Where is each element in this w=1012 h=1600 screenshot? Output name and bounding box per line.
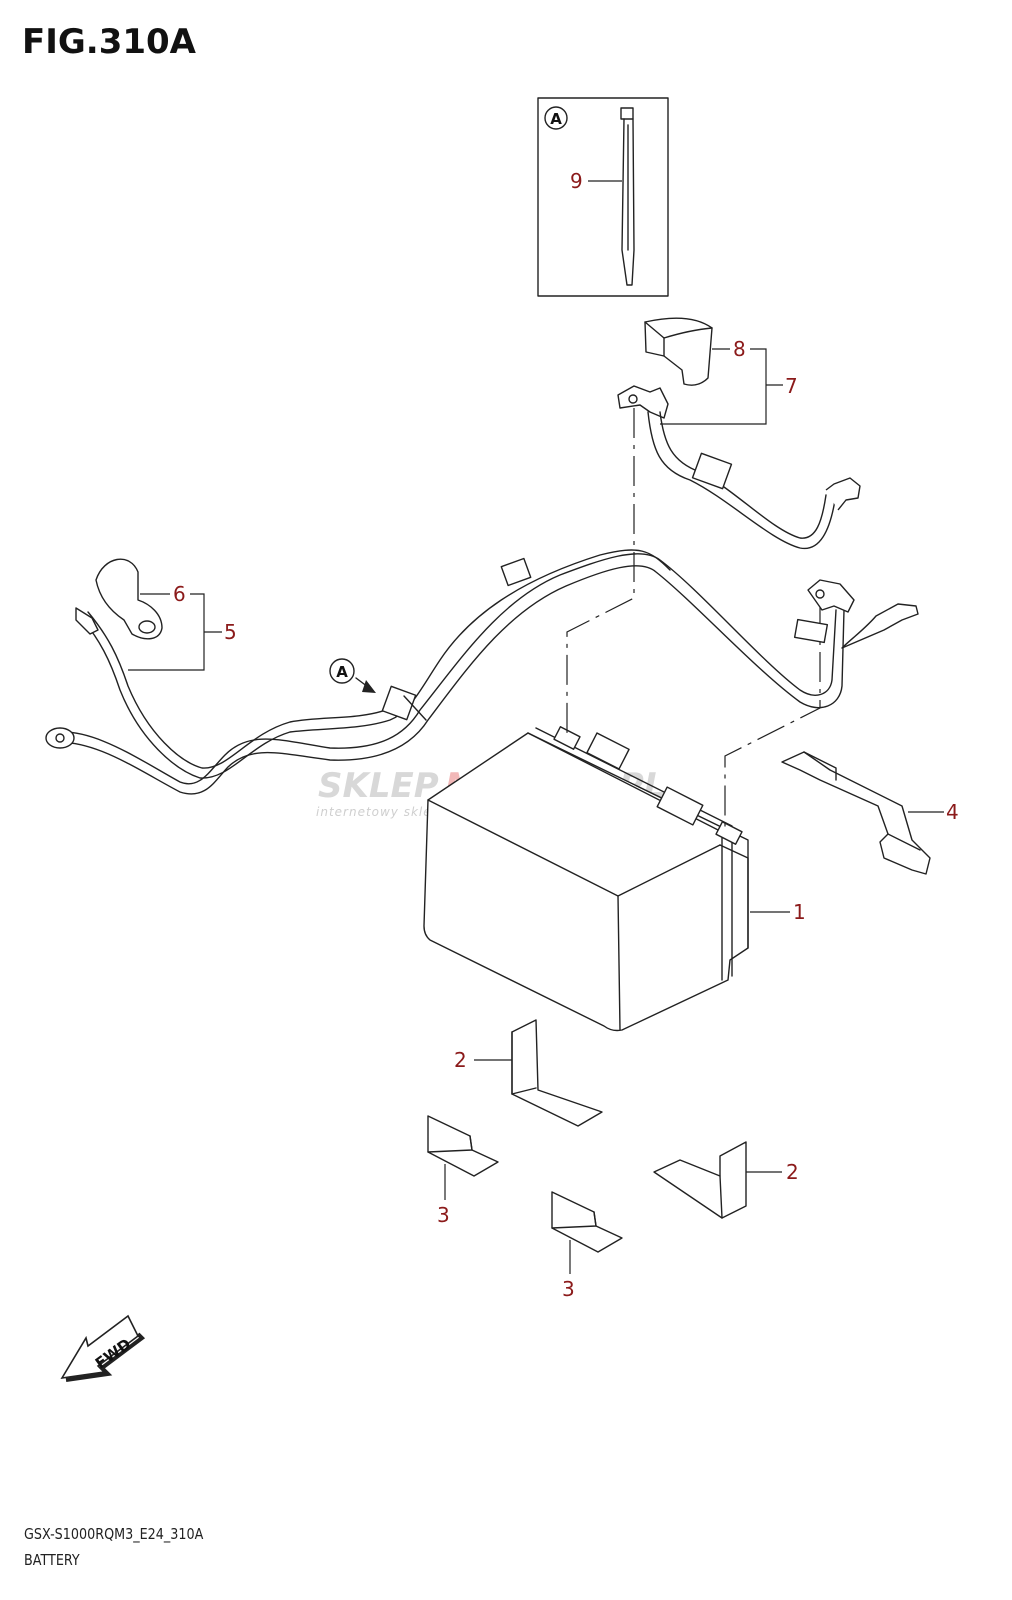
callout-3a: 3 bbox=[437, 1203, 450, 1227]
view-marker-a-label: A bbox=[336, 663, 348, 681]
battery-harness-part-5 bbox=[45, 549, 919, 795]
cable-tie-part bbox=[620, 107, 635, 286]
callout-4: 4 bbox=[946, 800, 959, 824]
watermark-part1: SKLEP bbox=[318, 766, 439, 806]
callout-6: 6 bbox=[173, 582, 186, 606]
terminal-cover-part-8 bbox=[644, 317, 713, 386]
detail-box-a-circle bbox=[544, 106, 568, 130]
battery-pad-part-3-middle bbox=[551, 1191, 623, 1253]
section-name: BATTERY bbox=[24, 1551, 80, 1569]
battery-pad-part-2-right bbox=[653, 1141, 747, 1219]
callout-7: 7 bbox=[785, 374, 798, 398]
callout-8: 8 bbox=[733, 337, 746, 361]
positive-cable-part-7 bbox=[617, 385, 861, 550]
view-marker-a: A bbox=[329, 658, 376, 693]
callout-2b: 2 bbox=[786, 1160, 799, 1184]
model-code: GSX-S1000RQM3_E24_310A bbox=[24, 1525, 204, 1543]
battery-bracket-part-4 bbox=[781, 751, 931, 875]
fwd-arrow: FWD bbox=[60, 1314, 146, 1382]
callout-5: 5 bbox=[224, 620, 237, 644]
terminal-cover-part-6 bbox=[95, 558, 163, 640]
battery-part-1 bbox=[423, 726, 749, 1032]
leader-7 bbox=[660, 348, 767, 425]
battery-pad-part-2-upper bbox=[511, 1019, 603, 1127]
callout-2a: 2 bbox=[454, 1048, 467, 1072]
assembly-line-negative bbox=[724, 604, 821, 830]
battery-pad-part-3-left bbox=[427, 1115, 499, 1177]
callout-3b: 3 bbox=[562, 1277, 575, 1301]
figure-title: FIG.310A bbox=[22, 22, 196, 62]
detail-box-a-label: A bbox=[550, 110, 562, 128]
callout-1: 1 bbox=[793, 900, 806, 924]
detail-box-a: A 9 bbox=[537, 97, 669, 297]
callout-9: 9 bbox=[570, 169, 583, 193]
